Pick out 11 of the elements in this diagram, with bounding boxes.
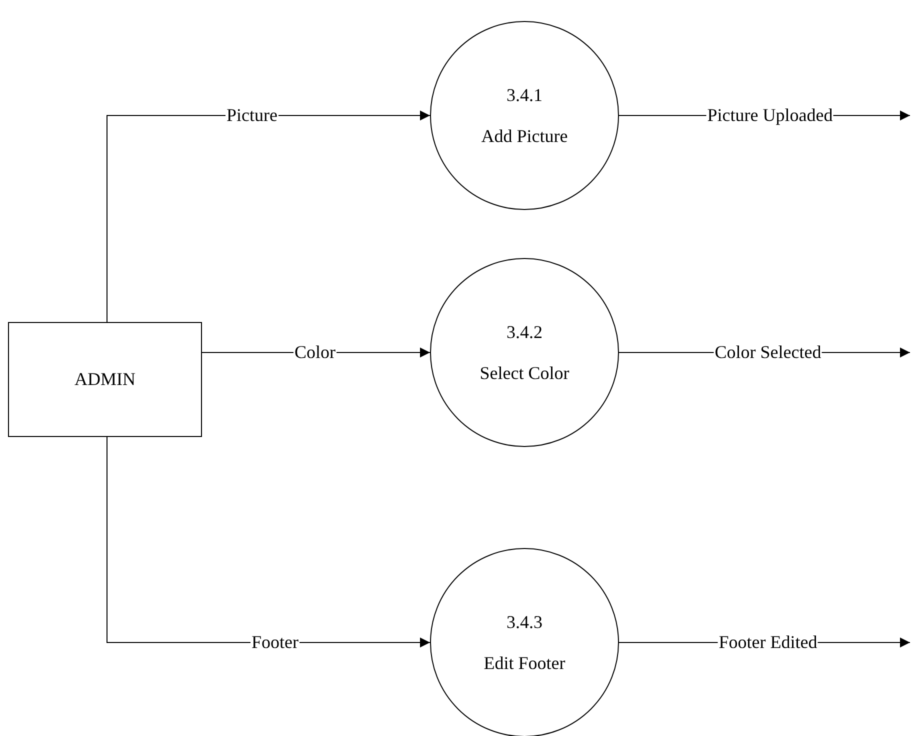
node-label: Edit Footer bbox=[484, 652, 566, 674]
process-number: 3.4.1 bbox=[506, 84, 542, 106]
node-label: Add Picture bbox=[481, 126, 568, 146]
arrow bbox=[106, 436, 430, 648]
node-label: Select Color bbox=[480, 362, 570, 384]
edge-label: Picture Uploaded bbox=[706, 106, 834, 126]
node-label: ADMIN bbox=[74, 369, 136, 390]
entity-box bbox=[8, 322, 202, 437]
arrow bbox=[106, 110, 430, 322]
process-number: 3.4.2 bbox=[506, 322, 542, 342]
process-number: 3.4.3 bbox=[506, 612, 542, 632]
